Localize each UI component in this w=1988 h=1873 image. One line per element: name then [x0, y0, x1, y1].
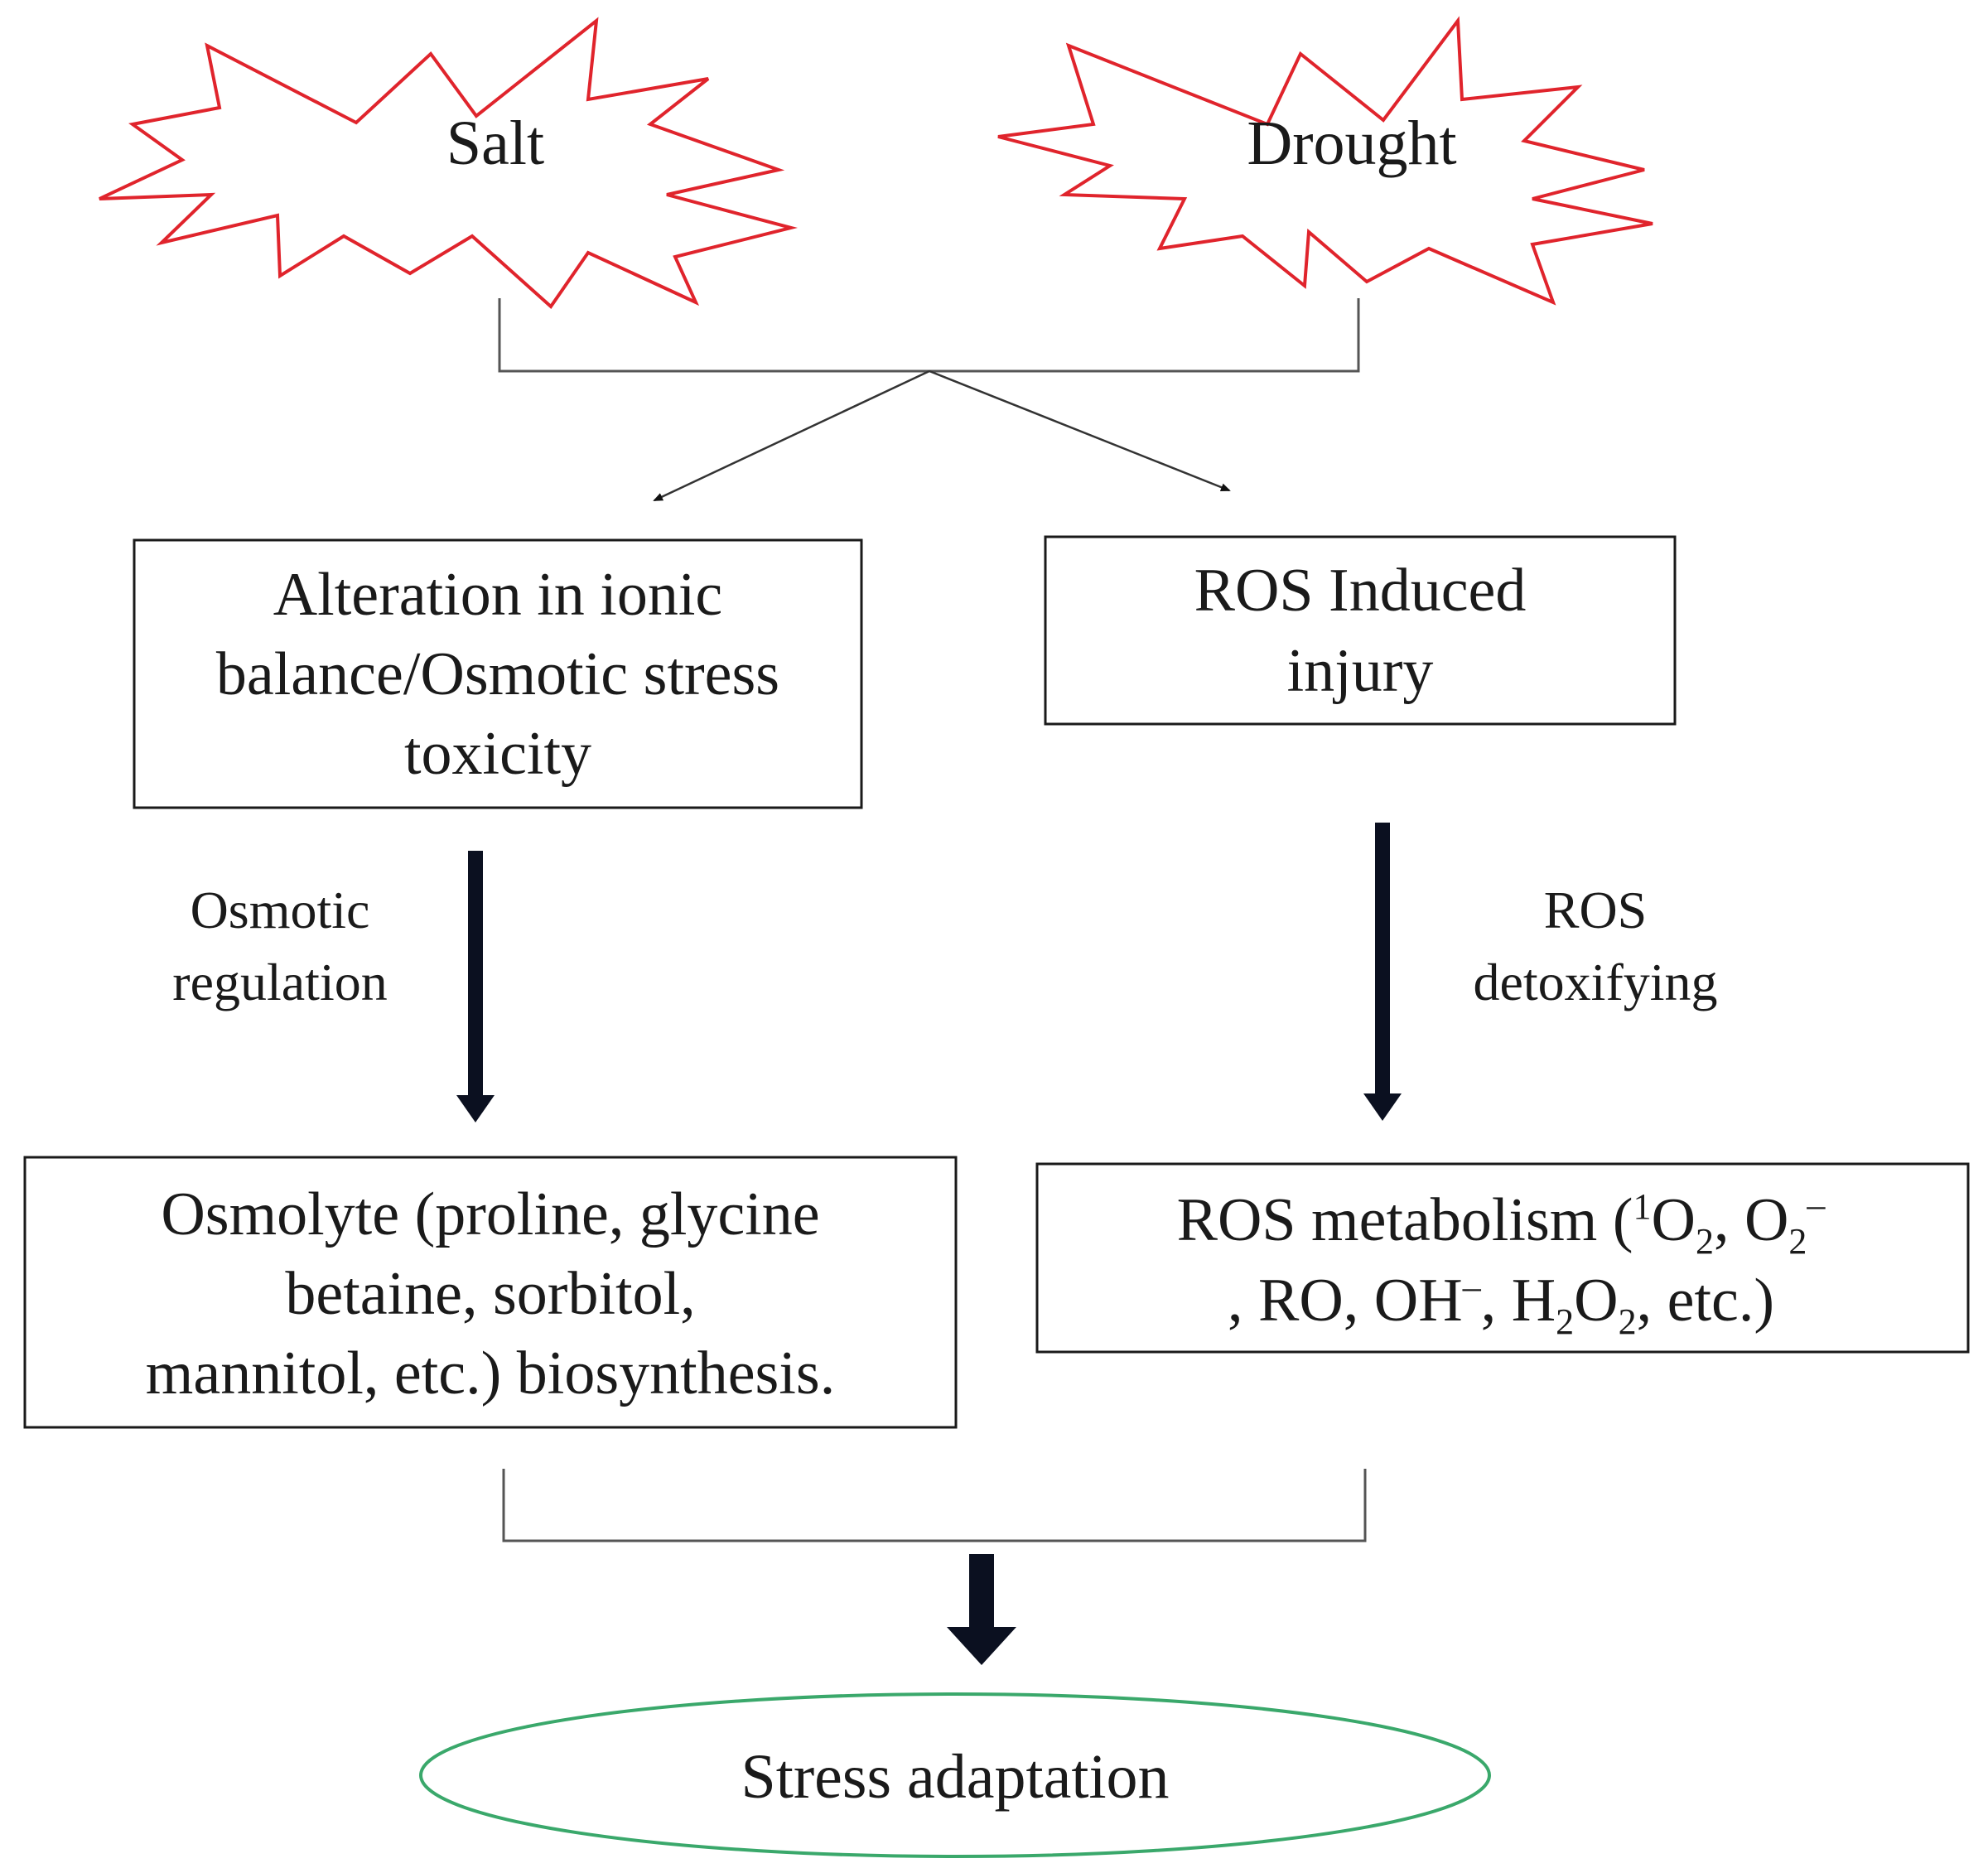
ros-metabolism-line2: , RO, OH–, H2O2, etc.)	[1228, 1267, 1774, 1342]
ros-metabolism-box: ROS metabolism (1O2, O2– , RO, OH–, H2O2…	[1035, 1162, 1970, 1354]
top-bracket-line	[498, 298, 1360, 373]
arrow-to-ionic-box	[653, 369, 930, 502]
osmotic-arrow-head	[456, 1095, 495, 1122]
osmolyte-line1: Osmolyte (proline, glycine	[161, 1180, 819, 1248]
osmolyte-box: Osmolyte (proline, glycine betaine, sorb…	[23, 1156, 958, 1429]
bottom-bracket-line	[502, 1469, 1367, 1542]
osmotic-label-line2: regulation	[172, 953, 387, 1011]
salt-starburst: Salt	[99, 17, 798, 310]
ros-metabolism-end: , etc.)	[1637, 1267, 1774, 1335]
drought-starburst: Drought	[997, 16, 1653, 306]
ionic-box-line3: toxicity	[404, 720, 591, 788]
osmotic-label-line1: Osmotic	[191, 881, 370, 939]
adaptation-arrow-head	[947, 1627, 1016, 1665]
ros-arrow-head	[1363, 1093, 1402, 1121]
h2o2-o: O	[1574, 1267, 1618, 1335]
ionic-balance-box-border	[133, 538, 863, 809]
ionic-box-line1: Alteration in ionic	[273, 561, 723, 629]
oxygen-subscript: 2	[1696, 1221, 1714, 1262]
ros-species-text: , RO, OH	[1228, 1267, 1463, 1335]
oxygen-symbol: O	[1651, 1186, 1695, 1254]
stress-adaptation-outcome: Stress adaptation	[419, 1692, 1491, 1858]
hydroxide-superscript: –	[1462, 1267, 1482, 1307]
ros-arrow-shaft	[1375, 823, 1390, 1096]
ros-detoxifying-arrow	[1363, 823, 1402, 1121]
ros-injury-line1: ROS Induced	[1194, 557, 1527, 625]
ros-injury-box: ROS Induced injury	[1044, 535, 1677, 726]
adaptation-arrow-shaft	[969, 1554, 994, 1630]
stress-adaptation-label: Stress adaptation	[741, 1742, 1169, 1812]
ros-metabolism-box-border	[1035, 1162, 1970, 1354]
arrow-to-ros-box	[929, 369, 1231, 492]
superoxide-subscript: 2	[1788, 1221, 1807, 1262]
ros-metabolism-text: ROS metabolism (	[1177, 1186, 1633, 1254]
drought-label: Drought	[1247, 109, 1456, 178]
ros-injury-box-border	[1044, 535, 1677, 726]
ros-label-line2: detoxifying	[1473, 953, 1717, 1011]
osmolyte-line3: mannitol, etc.) biosynthesis.	[146, 1340, 835, 1407]
singlet-oxygen-superscript: 1	[1633, 1186, 1651, 1227]
salt-label: Salt	[446, 109, 544, 178]
ros-metabolism-line1: ROS metabolism (1O2, O2–	[1177, 1185, 1826, 1262]
ros-injury-line2: injury	[1287, 637, 1434, 705]
h2o2-o-subscript: 2	[1619, 1301, 1637, 1342]
ros-label-line1: ROS	[1544, 881, 1648, 939]
drought-starburst-shape	[997, 16, 1653, 306]
salt-starburst-shape	[99, 17, 798, 310]
osmotic-arrow-shaft	[468, 851, 483, 1098]
ionic-balance-box: Alteration in ionic balance/Osmotic stre…	[133, 538, 863, 809]
osmotic-regulation-arrow	[456, 851, 495, 1122]
h2o2-h-subscript: 2	[1556, 1301, 1574, 1342]
ionic-box-line2: balance/Osmotic stress	[216, 640, 779, 708]
superoxide-superscript: –	[1806, 1185, 1826, 1225]
superoxide-symbol: , O	[1714, 1186, 1788, 1254]
h2o2-h: , H	[1481, 1267, 1556, 1335]
stress-adaptation-ellipse	[419, 1692, 1491, 1858]
adaptation-arrow	[947, 1554, 1016, 1665]
osmolyte-box-border	[23, 1156, 958, 1429]
osmolyte-line2: betaine, sorbitol,	[285, 1260, 695, 1328]
